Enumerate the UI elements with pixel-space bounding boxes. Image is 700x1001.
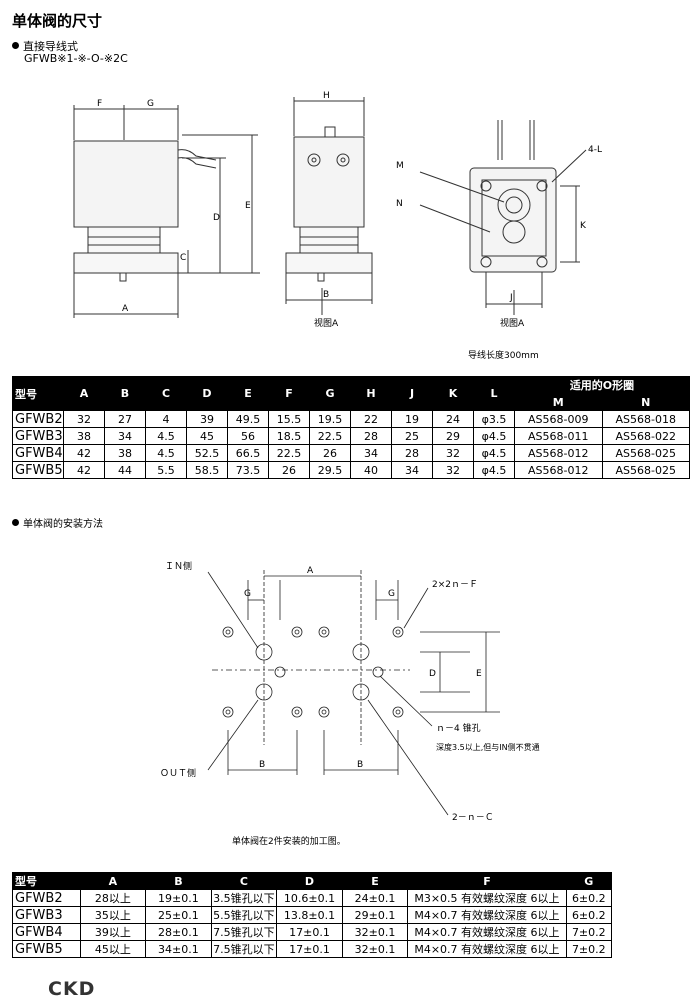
svg-text:视图A: 视图A [500, 317, 525, 329]
mounting-drawing: ＩＮ侧 ＯＵＴ侧 2×2ｎ－Ｆ ｎ－4 锥孔 深度3.5以上,但与IN侧不贯通 … [160, 560, 540, 823]
svg-text:N: N [396, 199, 403, 209]
svg-text:H: H [323, 91, 330, 101]
side-view [285, 97, 373, 315]
svg-text:深度3.5以上,但与IN侧不贯通: 深度3.5以上,但与IN侧不贯通 [436, 742, 540, 752]
svg-text:B: B [357, 760, 363, 770]
svg-text:B: B [259, 760, 265, 770]
svg-text:4-L: 4-L [588, 145, 602, 155]
page-title: 单体阀的尺寸 [12, 12, 103, 30]
svg-text:C: C [180, 253, 186, 263]
svg-text:E: E [245, 201, 251, 211]
valve-dimension-drawing: F G D E C A H B 视图A M [73, 91, 602, 329]
svg-text:K: K [580, 221, 587, 231]
section1-heading: 直接导线式 [12, 38, 78, 54]
svg-text:视图A: 视图A [314, 317, 339, 329]
svg-text:M: M [396, 161, 404, 171]
table-header-row: 型号 A B C D E F G H J K L 适用的O形圈 [12, 376, 690, 411]
svg-text:D: D [429, 669, 436, 679]
svg-text:A: A [122, 304, 129, 314]
svg-text:J: J [509, 293, 513, 303]
svg-text:ｎ－4 锥孔: ｎ－4 锥孔 [436, 722, 481, 734]
table-header-row: 型号 A B C D E F G [12, 872, 613, 890]
svg-text:2×2ｎ－Ｆ: 2×2ｎ－Ｆ [432, 580, 478, 590]
svg-text:G: G [244, 589, 251, 599]
wire-length-note: 导线长度300mm [468, 351, 539, 361]
svg-text:ＩＮ侧: ＩＮ侧 [165, 560, 192, 572]
top-view [419, 120, 587, 315]
hole-pattern [207, 570, 500, 816]
svg-text:B: B [323, 290, 329, 300]
front-view [73, 105, 260, 318]
svg-text:F: F [97, 99, 102, 109]
brand-logo: CKD [48, 978, 96, 1000]
mounting-note: 单体阀在2件安装的加工图。 [232, 837, 346, 847]
svg-text:G: G [147, 99, 154, 109]
model-code: GFWB※1-※-O-※2C [24, 52, 128, 65]
svg-text:2－ｎ－Ｃ: 2－ｎ－Ｃ [452, 813, 494, 823]
svg-text:G: G [388, 589, 395, 599]
svg-text:ＯＵＴ侧: ＯＵＴ侧 [160, 767, 196, 779]
bullet-icon [12, 519, 19, 526]
bullet-icon [12, 42, 19, 49]
svg-text:A: A [307, 566, 314, 576]
svg-text:E: E [476, 669, 482, 679]
section2-heading: 单体阀的安装方法 [12, 515, 103, 530]
dimension-table: 型号 A B C D E F G H J K L 适用的O形圈 M N GFWB… [12, 376, 690, 479]
svg-text:D: D [213, 213, 220, 223]
